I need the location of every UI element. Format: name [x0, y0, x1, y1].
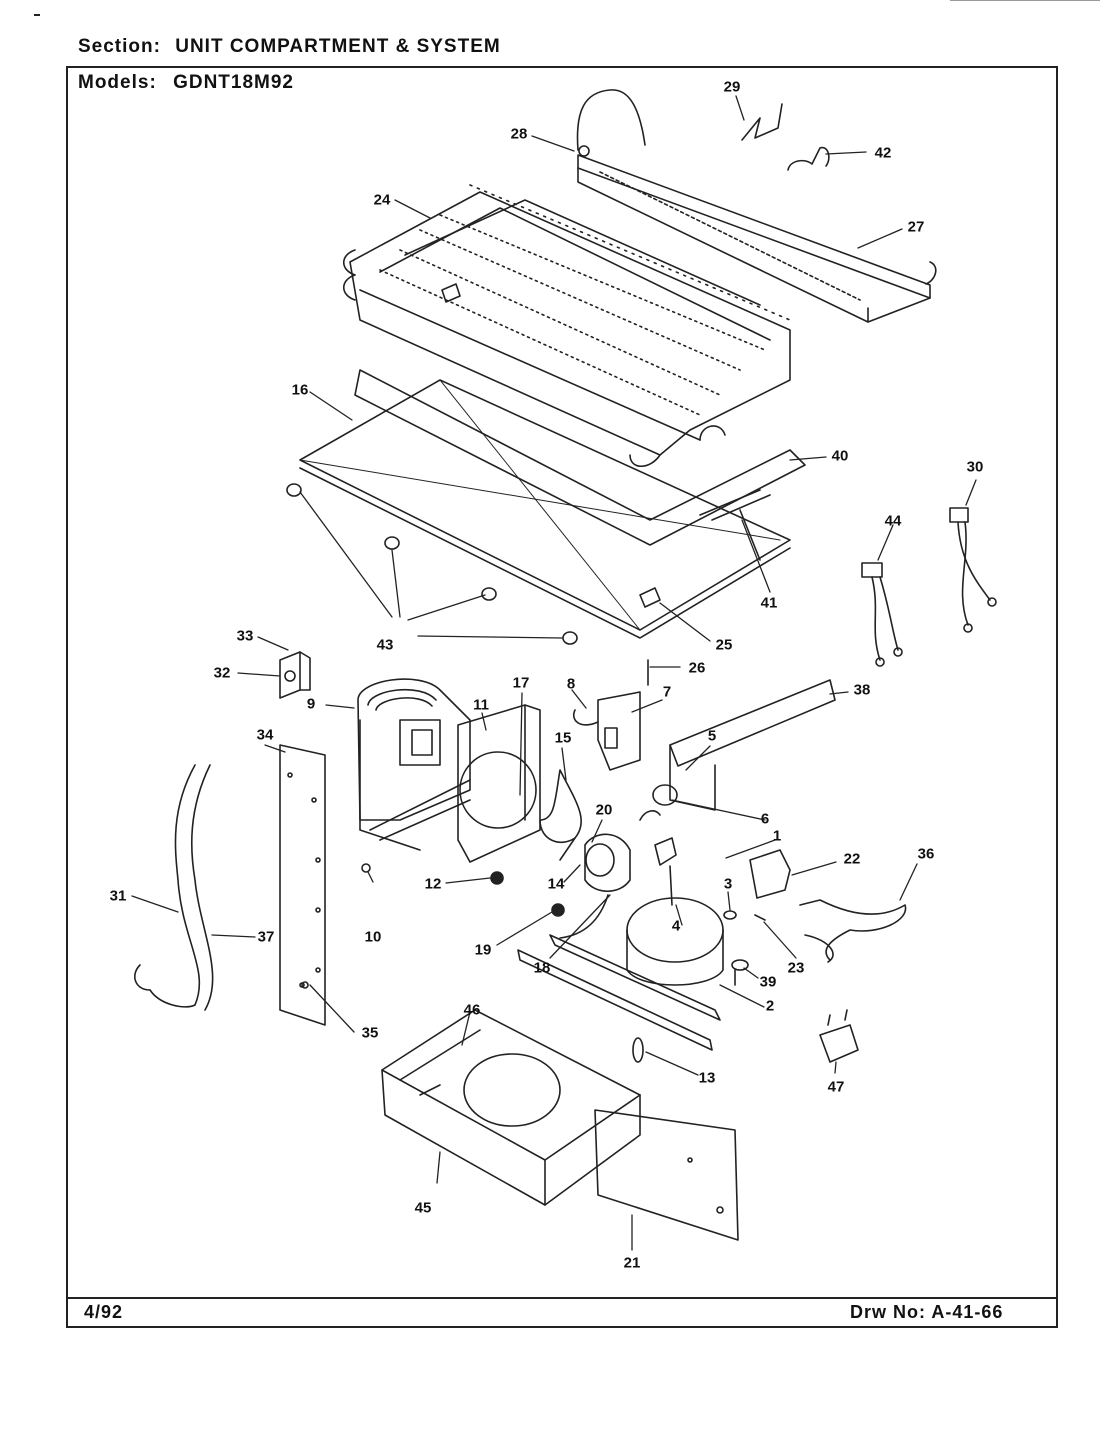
- callout-13: 13: [698, 1069, 716, 1087]
- callout-47: 47: [827, 1078, 845, 1096]
- callout-22: 22: [843, 850, 861, 868]
- footer-rule: [66, 1297, 1058, 1299]
- part-8-wire: [573, 709, 599, 726]
- callout-16: 16: [291, 381, 309, 399]
- scan-mark: [34, 14, 40, 16]
- callout-11: 11: [473, 696, 489, 714]
- callout-42: 42: [874, 144, 892, 162]
- callout-29: 29: [723, 78, 741, 96]
- part-21-access-panel: [594, 1109, 739, 1241]
- footer-date: 4/92: [84, 1302, 124, 1322]
- part-43-grommets: [286, 483, 578, 645]
- callout-25: 25: [715, 636, 733, 654]
- callout-40: 40: [831, 447, 849, 465]
- part-47-capacitor: [819, 1009, 859, 1063]
- callout-26: 26: [688, 659, 706, 677]
- callout-18: 18: [533, 959, 551, 977]
- callout-36: 36: [917, 845, 935, 863]
- callout-1: 1: [772, 827, 782, 845]
- part-45-46-drain-pan: [381, 1009, 641, 1206]
- callout-6: 6: [760, 810, 770, 828]
- part-7-relay-cover: [597, 691, 641, 771]
- callout-20: 20: [595, 801, 613, 819]
- part-44-sensor: [861, 562, 903, 667]
- callout-27: 27: [907, 218, 925, 236]
- part-28-wire-harness: [576, 89, 937, 285]
- callout-32: 32: [213, 664, 231, 682]
- part-9-condenser: [357, 678, 471, 851]
- callout-34: 34: [256, 726, 274, 744]
- part-12-grommet: [490, 871, 504, 885]
- part-35-screw: [301, 981, 309, 989]
- callout-4: 4: [671, 917, 681, 935]
- part-base-rails: [517, 934, 721, 1063]
- part-24-evaporator: [342, 184, 791, 468]
- section-label: Section:: [78, 36, 161, 57]
- scan-edge-line: [950, 0, 1100, 1]
- part-11-fan-shroud: [457, 704, 541, 863]
- callout-21: 21: [623, 1254, 641, 1272]
- part-3-39-grommet: [723, 910, 749, 986]
- part-16-evaporator-cover: [299, 379, 791, 639]
- part-10-screw: [361, 863, 371, 873]
- callout-33: 33: [236, 627, 254, 645]
- callout-12: 12: [424, 875, 442, 893]
- part-25-bracket: [441, 283, 661, 608]
- callout-5: 5: [707, 727, 717, 745]
- callout-38: 38: [853, 681, 871, 699]
- callout-43: 43: [376, 636, 394, 654]
- part-27-heater-rail: [577, 154, 931, 323]
- part-40-defrost-heater: [354, 369, 806, 561]
- callout-35: 35: [361, 1024, 379, 1042]
- models-label: Models:: [78, 72, 157, 93]
- callout-28: 28: [510, 125, 528, 143]
- part-19-grommet: [551, 903, 565, 917]
- diagram-frame: [66, 66, 1058, 1328]
- callout-17: 17: [512, 674, 530, 692]
- part-36-power-cord: [799, 899, 907, 963]
- part-29-clip: [741, 103, 783, 141]
- part-38-channel: [669, 679, 836, 811]
- callout-14: 14: [547, 875, 565, 893]
- callout-19: 19: [474, 941, 492, 959]
- callout-10: 10: [364, 928, 382, 946]
- models-heading: Models: GDNT18M92: [78, 72, 294, 94]
- part-32-33-mount: [279, 651, 311, 699]
- callout-31: 31: [109, 887, 127, 905]
- callout-46: 46: [463, 1001, 481, 1019]
- part-1-compressor: [626, 837, 724, 986]
- part-5-6-overload: [639, 784, 678, 821]
- part-34-side-panel: [279, 744, 326, 1026]
- part-18-tube: [559, 894, 609, 939]
- part-22-relay: [749, 849, 791, 899]
- part-23-screw: [754, 914, 766, 921]
- models-value: GDNT18M92: [173, 72, 294, 93]
- callout-15: 15: [554, 729, 572, 747]
- callout-37: 37: [257, 928, 275, 946]
- footer-drawing-number: Drw No: A-41-66: [850, 1302, 1004, 1322]
- callout-30: 30: [966, 458, 984, 476]
- callout-23: 23: [787, 959, 805, 977]
- callout-9: 9: [306, 695, 316, 713]
- callout-2: 2: [765, 997, 775, 1015]
- section-heading: Section: UNIT COMPARTMENT & SYSTEM: [78, 36, 501, 58]
- part-42-clip: [787, 146, 830, 171]
- part-30-defrost-thermostat: [949, 507, 997, 633]
- callout-45: 45: [414, 1199, 432, 1217]
- part-15-fan-blade: [539, 769, 583, 861]
- callout-44: 44: [884, 512, 902, 530]
- part-20-fan-motor: [584, 833, 631, 893]
- callout-3: 3: [723, 875, 733, 893]
- part-31-37-drain-tube: [134, 764, 214, 1011]
- callout-41: 41: [760, 594, 778, 612]
- section-value: UNIT COMPARTMENT & SYSTEM: [175, 36, 501, 57]
- callout-39: 39: [759, 973, 777, 991]
- leader-lines: [131, 95, 977, 1251]
- callout-7: 7: [662, 683, 672, 701]
- callout-8: 8: [566, 675, 576, 693]
- callout-24: 24: [373, 191, 391, 209]
